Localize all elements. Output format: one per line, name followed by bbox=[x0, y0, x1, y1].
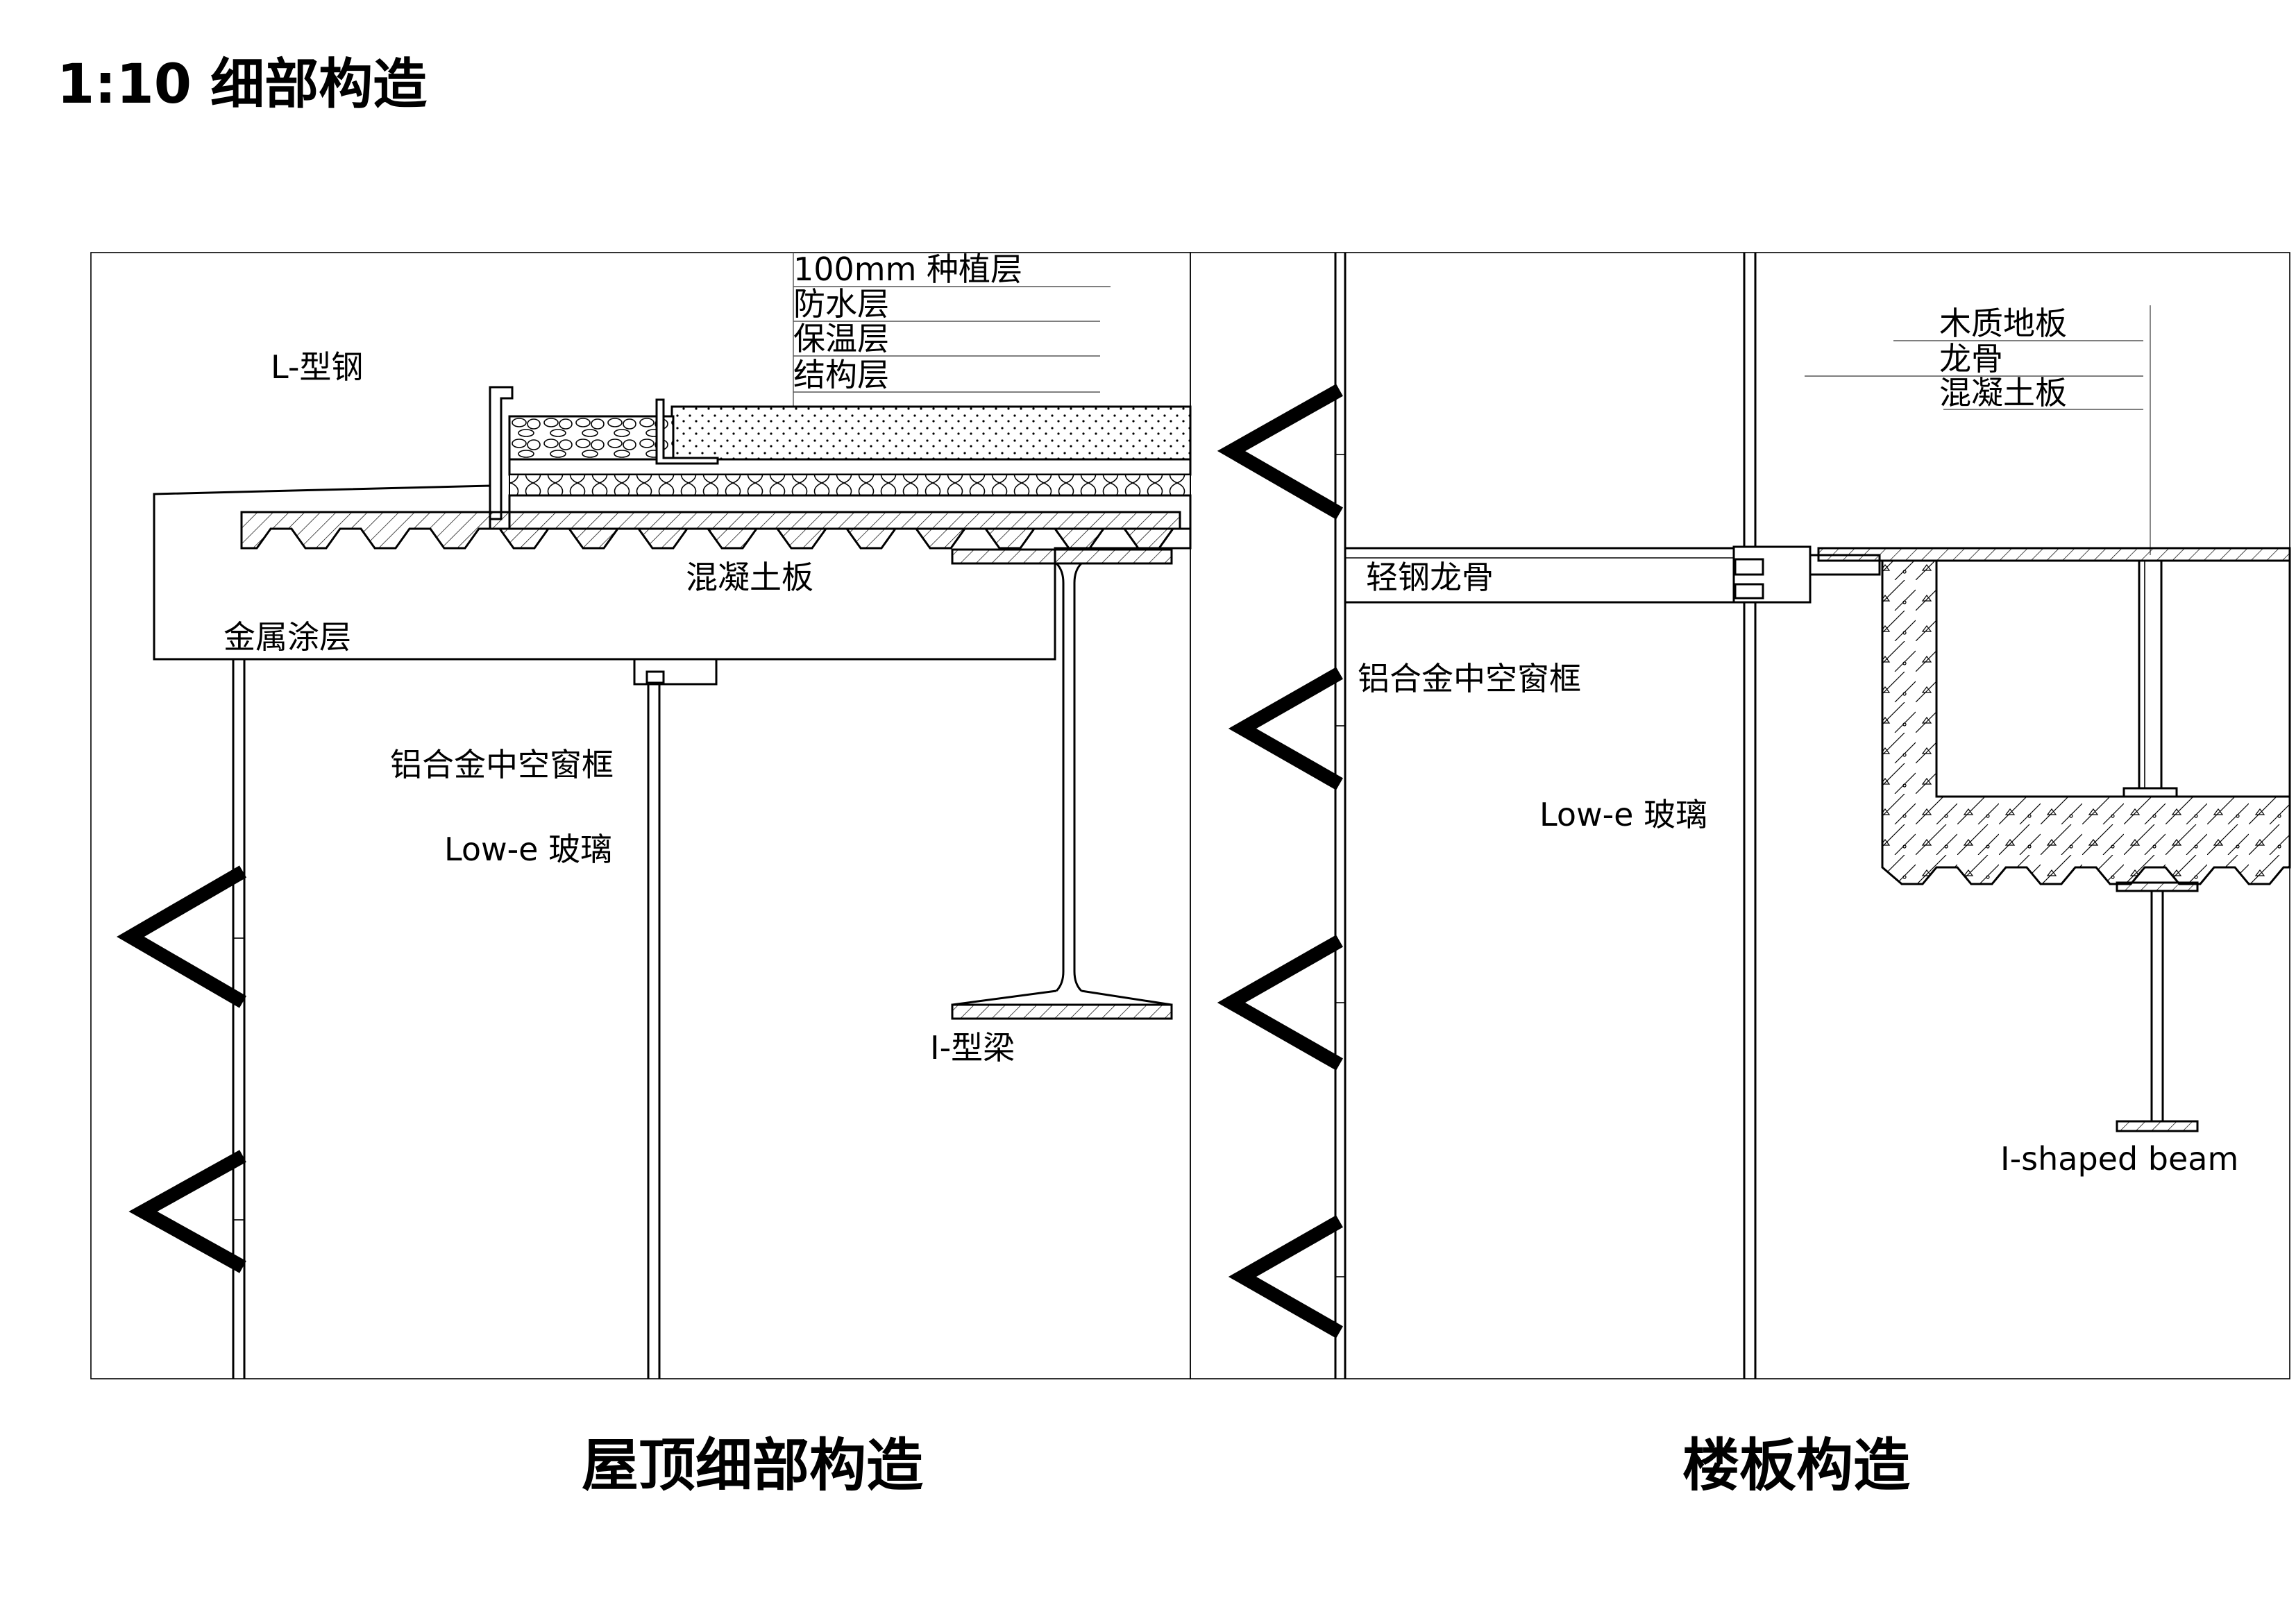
roof-detail bbox=[117, 253, 1192, 1379]
glass-symbol-icon bbox=[128, 1150, 246, 1273]
label-l-steel: L-型钢 bbox=[271, 348, 363, 386]
label-metal-coating: 金属涂层 bbox=[223, 618, 351, 656]
label-light-steel-keel: 轻钢龙骨 bbox=[1366, 559, 1494, 596]
label-insulation-layer: 保温层 bbox=[793, 320, 889, 357]
gravel-layer bbox=[508, 415, 675, 461]
caption-floor: 楼板构造 bbox=[1682, 1433, 1910, 1499]
label-structure-layer: 结构层 bbox=[793, 356, 889, 393]
insulation-layer-shape bbox=[509, 474, 1191, 496]
wood-floor-shape bbox=[1817, 547, 2291, 562]
keel-post bbox=[2138, 559, 2163, 792]
label-concrete-slab: 混凝土板 bbox=[686, 559, 813, 596]
glass-symbol-icon bbox=[1217, 384, 1343, 520]
waterproof-layer-shape bbox=[508, 458, 1192, 476]
floor-i-beam bbox=[2116, 881, 2199, 1132]
roof-i-beam bbox=[951, 548, 1173, 1020]
floor-detail bbox=[1217, 253, 2291, 1379]
caption-roof: 屋顶细部构造 bbox=[582, 1433, 923, 1499]
corrugated-deck bbox=[240, 511, 1181, 550]
roof-labels: 100mm 种植层 防水层 保温层 结构层 L-型钢 混凝土板 金属涂层 铝合金… bbox=[223, 250, 1022, 1067]
label-waterproof-layer: 防水层 bbox=[793, 285, 889, 323]
light-steel-keel-shape bbox=[1344, 547, 1735, 604]
floor-labels: 木质地板 龙骨 混凝土板 轻钢龙骨 铝合金中空窗框 Low-e 玻璃 I-sha… bbox=[1358, 305, 2238, 1178]
label-planting-layer: 100mm 种植层 bbox=[793, 250, 1022, 288]
planting-soil-layer bbox=[670, 405, 1192, 461]
label-keel: 龙骨 bbox=[1939, 340, 2003, 377]
label-floor-window-frame: 铝合金中空窗框 bbox=[1358, 660, 1581, 697]
drawing-title: 1:10 细部构造 bbox=[57, 53, 427, 116]
label-lowe-glass: Low-e 玻璃 bbox=[444, 831, 612, 868]
label-floor-lowe-glass: Low-e 玻璃 bbox=[1539, 796, 1707, 833]
label-i-beam: I-型梁 bbox=[930, 1029, 1015, 1067]
label-i-shaped-beam: I-shaped beam bbox=[2000, 1140, 2238, 1178]
label-wood-floor: 木质地板 bbox=[1939, 305, 2067, 342]
glass-symbol-icon bbox=[1228, 667, 1343, 790]
label-floor-concrete: 混凝土板 bbox=[1939, 374, 2067, 411]
glass-symbol-icon bbox=[1217, 935, 1343, 1071]
glass-symbol-icon bbox=[1228, 1215, 1343, 1339]
label-window-frame: 铝合金中空窗框 bbox=[390, 746, 614, 783]
glass-symbol-icon bbox=[117, 865, 247, 1008]
